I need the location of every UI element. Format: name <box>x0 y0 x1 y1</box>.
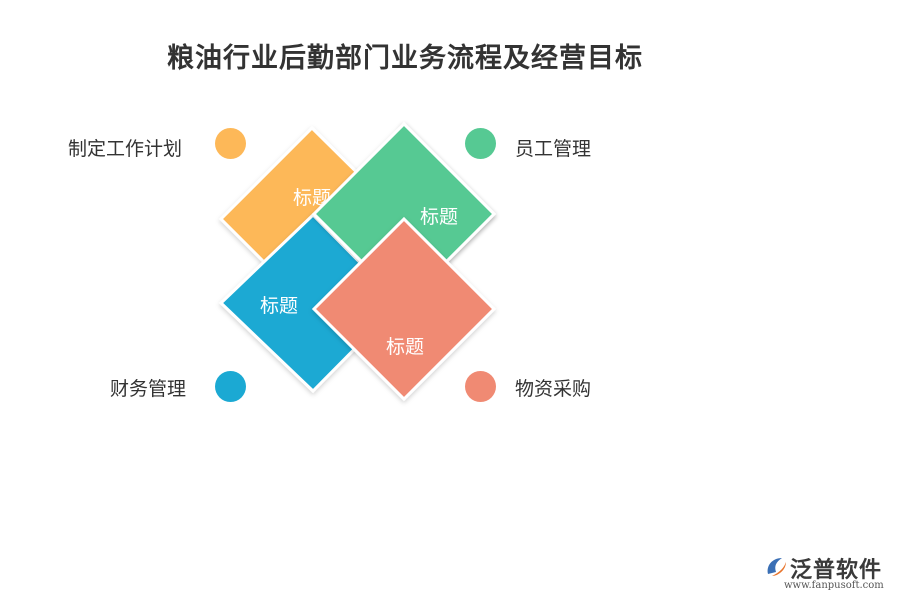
legend-label-plan: 制定工作计划 <box>68 138 183 160</box>
logo-icon <box>767 558 786 576</box>
legend-dot-plan <box>215 128 246 159</box>
legend-dot-purchase <box>465 371 496 402</box>
legend-dot-finance <box>215 371 246 402</box>
brand-logo: 泛普软件 www.fanpusoft.com <box>762 548 892 596</box>
tile-bottom-right: 标题 <box>311 216 497 402</box>
tile-top-left-label: 标题 <box>293 187 331 209</box>
tile-bottom-right-label: 标题 <box>386 336 424 358</box>
legend-label-staff: 员工管理 <box>515 138 592 160</box>
tile-top-right-label: 标题 <box>420 206 458 228</box>
tile-bottom-left-label: 标题 <box>260 295 298 317</box>
legend-dot-staff <box>465 128 496 159</box>
legend-label-finance: 财务管理 <box>110 378 187 400</box>
page-title: 粮油行业后勤部门业务流程及经营目标 <box>167 43 643 74</box>
logo-text: 泛普软件 <box>790 558 883 583</box>
logo-url: www.fanpusoft.com <box>784 580 884 591</box>
legend-label-purchase: 物资采购 <box>515 378 592 400</box>
